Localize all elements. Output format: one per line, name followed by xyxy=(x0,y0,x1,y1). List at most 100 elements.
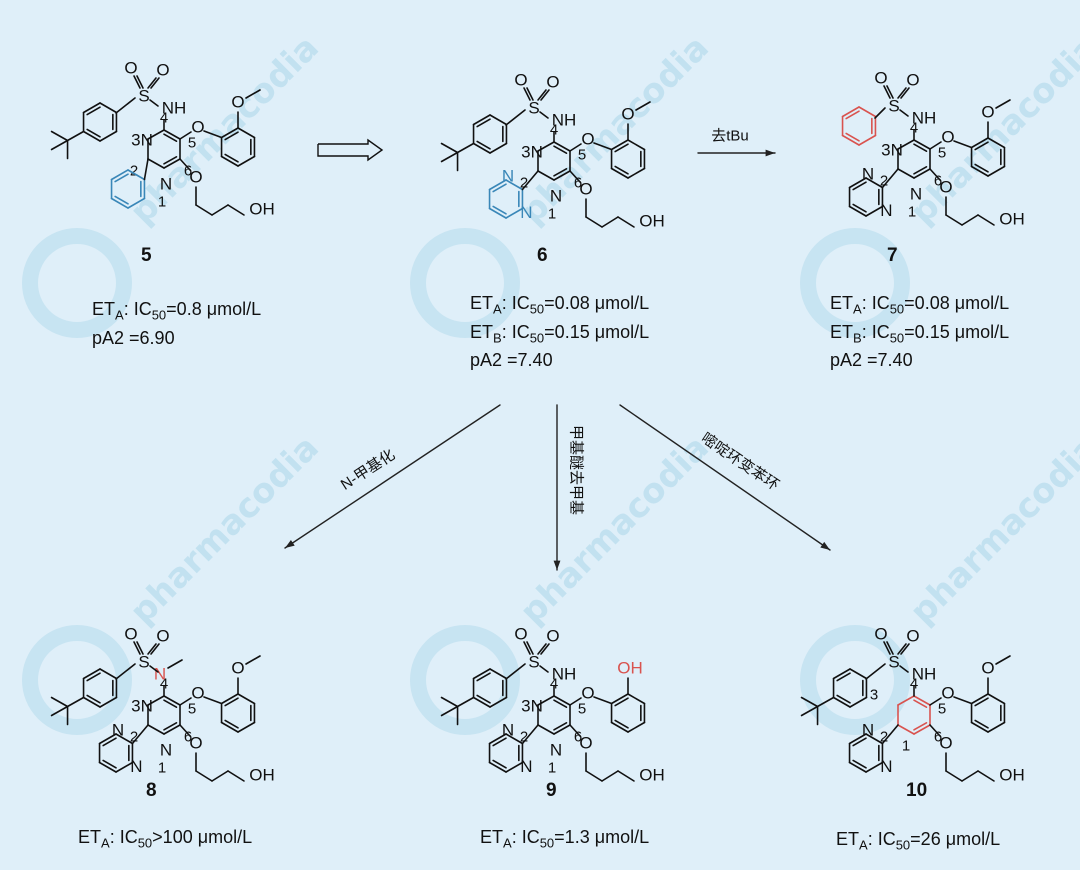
activity-target: ET xyxy=(480,827,504,847)
phenyl-ring-double xyxy=(845,110,860,120)
core-ring-double xyxy=(553,721,568,731)
tbu-phenyl-ring xyxy=(82,130,101,142)
position-6-label: 6 xyxy=(184,163,192,180)
ether-bond xyxy=(569,143,582,152)
activity-sub2: 50 xyxy=(529,330,545,346)
tbu-phenyl-ring xyxy=(472,142,491,154)
position-5-label: 5 xyxy=(578,701,586,718)
methoxy-o-label: O xyxy=(981,103,994,122)
pyrimidine-n-label: N xyxy=(502,721,514,740)
sn-bond xyxy=(899,665,909,673)
pyrimidine-n3-label: 3N xyxy=(521,143,543,162)
alkoxy-o-label: O xyxy=(579,734,592,753)
tbu-phenyl-ring xyxy=(832,668,851,680)
so-double xyxy=(133,641,141,655)
so-double xyxy=(526,87,534,101)
tbu-bond xyxy=(456,696,475,708)
sulfur-label: S xyxy=(888,653,899,672)
pyrimidinyl-ring-double xyxy=(852,759,867,769)
so-double xyxy=(897,643,907,655)
activity-caption-8: ETA: IC50>100 μmol/L xyxy=(78,826,252,855)
so-double xyxy=(523,87,531,101)
ether-o-label: O xyxy=(941,128,954,147)
so-double xyxy=(900,87,910,99)
activity-line: ETA: IC50>100 μmol/L xyxy=(78,826,252,855)
pyrimidinyl-ring-double xyxy=(102,759,117,769)
so-double xyxy=(883,641,891,655)
activity-rest: =0.8 μmol/L xyxy=(166,299,262,319)
arrow-6-to-9-head xyxy=(553,560,561,570)
tbu-phenyl-ring xyxy=(99,102,118,114)
arrow-6-to-10-head xyxy=(820,541,830,550)
position-5-label: 5 xyxy=(578,147,586,164)
c2-bond xyxy=(521,724,539,745)
position-5-label: 5 xyxy=(188,135,196,152)
core-ring-double xyxy=(163,699,178,709)
activity-sub: A xyxy=(101,835,110,851)
so-double xyxy=(900,643,910,655)
activity-rest: >100 μmol/L xyxy=(152,827,253,847)
propyl-bond xyxy=(945,770,963,782)
sulfonyl-o-label: O xyxy=(906,71,919,90)
pyrimidinyl-ring xyxy=(505,733,524,745)
tbu-phenyl-ring xyxy=(472,696,491,708)
pyrimidinyl-ring xyxy=(98,733,117,745)
so-double xyxy=(150,77,160,89)
ether-bond xyxy=(929,697,942,706)
core-ring-bond xyxy=(163,724,181,735)
tbu-phenyl-ring xyxy=(99,668,118,680)
activity-mid: : IC xyxy=(501,321,530,342)
core-ring-bond xyxy=(897,724,915,735)
c2-phenyl-ring-double xyxy=(114,173,129,183)
open-arrow-5-to-6 xyxy=(317,138,384,162)
ether-bond xyxy=(179,131,192,140)
activity-mid: : IC xyxy=(867,829,896,849)
propyl-bond xyxy=(617,216,635,228)
pyrimidine-n1-label: N xyxy=(550,187,562,206)
hydroxyl-label: OH xyxy=(639,212,665,231)
core-ring-double xyxy=(163,721,178,731)
core-ring-bond xyxy=(537,724,555,735)
core-ring-double xyxy=(913,699,928,709)
methoxy-methyl xyxy=(245,89,261,99)
activity-mid: : IC xyxy=(861,293,890,313)
tbu-phenyl-ring-double xyxy=(476,672,491,682)
tbu-phenyl-ring xyxy=(99,696,118,708)
c2-bond xyxy=(881,724,899,745)
position-1-label: 1 xyxy=(908,204,916,221)
tbu-phenyl-ring-double xyxy=(86,128,101,138)
position-5-label: 5 xyxy=(188,701,196,718)
position-1-label: 1 xyxy=(158,194,166,211)
aryloxy-ring-double xyxy=(224,697,239,707)
activity-mid: : IC xyxy=(861,321,890,342)
c2-bond xyxy=(521,170,539,191)
core-ring-bond xyxy=(897,695,915,706)
position-6-label: 6 xyxy=(934,729,942,746)
ether-o-label: O xyxy=(191,684,204,703)
sulfonyl-o-label: O xyxy=(156,61,169,80)
core-ring-bond xyxy=(147,724,165,735)
phenyl-ring xyxy=(858,106,877,118)
position-2-label: 2 xyxy=(880,173,888,190)
core-ring-double xyxy=(913,721,928,731)
sulfonyl-o-label: O xyxy=(124,59,137,78)
compound-number-9: 9 xyxy=(546,780,557,801)
tbu-phenyl-ring-double xyxy=(86,672,101,682)
c2-bond xyxy=(131,724,149,745)
activity-rest: =0.15 μmol/L xyxy=(904,321,1010,342)
activity-sub: A xyxy=(859,837,868,853)
aryloxy-ring-double xyxy=(974,141,989,151)
core-ring-bond xyxy=(147,158,165,169)
ether-bond xyxy=(929,141,942,150)
so-double xyxy=(540,89,550,101)
core-ring-bond xyxy=(163,695,181,706)
phenol-oh-label: OH xyxy=(617,659,643,678)
sn-bond xyxy=(149,665,159,673)
sulfur-label: S xyxy=(138,653,149,672)
alkoxy-o-label: O xyxy=(189,734,202,753)
aryl-s-bond xyxy=(505,663,526,680)
activity-sub: B xyxy=(853,330,862,346)
aryl-s-bond xyxy=(115,663,136,680)
